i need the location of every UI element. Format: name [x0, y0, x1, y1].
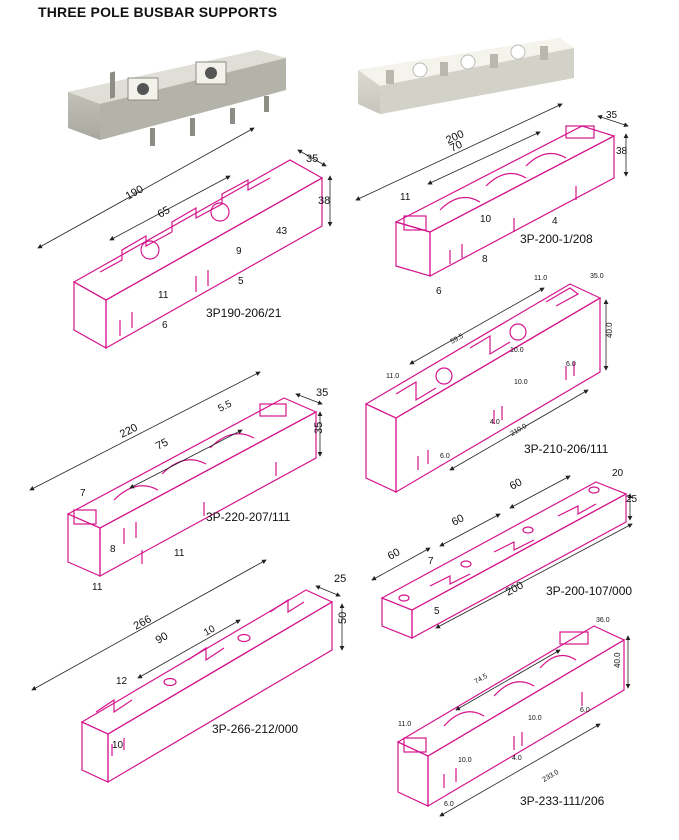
dim-length: 266: [132, 613, 154, 632]
dim-d3: 8: [110, 544, 116, 555]
dim-d5: 4: [552, 216, 558, 227]
model-code-3p200-1: 3P-200-1/208: [520, 232, 593, 246]
dim-d1: 5.5: [216, 398, 234, 414]
dim-d2: 9: [236, 246, 242, 257]
dim-d4: 6: [436, 286, 442, 297]
dim-width: 35: [606, 110, 618, 121]
dim-pitch: 70: [448, 139, 464, 155]
dim-pitch: 90: [154, 630, 171, 646]
model-code-3p190: 3P190-206/21: [206, 306, 282, 320]
dim-d5: 6: [162, 320, 168, 331]
dim-width: 25: [334, 573, 346, 585]
dim-d2: 10.0: [510, 347, 524, 354]
dim-height: 50: [337, 612, 349, 624]
dim-width: 20: [612, 468, 624, 479]
dim-d1: 11.0: [386, 373, 399, 380]
dim-d5: 11: [92, 582, 103, 593]
dim-pitch-1: 60: [386, 546, 402, 562]
dim-d3: 10.0: [528, 715, 542, 722]
dim-d1: 10: [202, 623, 217, 638]
dim-height: 38: [616, 146, 628, 157]
dim-height: 40.0: [605, 322, 614, 338]
model-code-3p200-107: 3P-200-107/000: [546, 584, 633, 598]
dim-d7: 6.0: [566, 361, 576, 368]
dim-width: 35.0: [590, 273, 604, 280]
dim-d3: 10.0: [514, 379, 528, 386]
dim-width: 35: [316, 387, 328, 399]
dim-pitch: 75: [154, 436, 170, 452]
dim-d3: 8: [482, 254, 488, 265]
drawing-3p220: [66, 397, 318, 578]
dim-length: 210.0: [510, 423, 529, 438]
dim-d6: 11.0: [534, 275, 547, 282]
dim-d5: 4.0: [490, 419, 500, 426]
dim-d2: 10: [480, 214, 492, 225]
dim-d1: 11.0: [398, 721, 411, 728]
model-code-3p266: 3P-266-212/000: [212, 722, 299, 736]
model-code-3p233: 3P-233-111/206: [520, 794, 605, 808]
dim-length: 220: [118, 422, 140, 441]
dimension-lines: [29, 103, 633, 817]
dim-d6: 6.0: [444, 801, 454, 808]
dim-d1: 43: [276, 226, 288, 237]
dim-height: 40.0: [613, 652, 622, 668]
drawing-3p210: [364, 283, 602, 494]
drawing-3p233: [396, 625, 626, 808]
dim-d4: 11: [174, 548, 185, 559]
dim-d4: 11: [158, 290, 169, 301]
dim-length: 190: [124, 183, 146, 202]
dim-pitch: 59.5: [450, 333, 465, 346]
product-photo-2: [358, 38, 574, 114]
dim-d2: 7: [80, 488, 86, 499]
dim-height: 25: [626, 494, 638, 505]
dim-height: 38: [318, 195, 330, 207]
dim-height: 35: [313, 422, 325, 434]
dim-width: 36.0: [596, 617, 610, 624]
product-photo-1: [68, 50, 286, 146]
dim-d2: 12: [116, 676, 128, 687]
dim-d2: 10.0: [458, 757, 472, 764]
dim-d5: 6.0: [580, 707, 590, 714]
model-code-3p220: 3P-220-207/111: [206, 510, 291, 524]
dim-d3: 10: [112, 740, 124, 751]
dim-d3: 5: [238, 276, 244, 287]
dim-d2: 5: [434, 606, 440, 617]
dim-d1: 7: [428, 556, 434, 567]
dim-d4: 6.0: [440, 453, 450, 460]
dim-pitch-3: 60: [508, 476, 524, 492]
model-code-3p210: 3P-210-206/111: [524, 442, 609, 456]
dim-pitch: 65: [156, 204, 173, 220]
drawing-3p200-107: [380, 481, 628, 640]
dim-d4: 4.0: [512, 755, 522, 762]
dim-d1: 11: [400, 192, 411, 203]
dim-width: 35: [306, 153, 318, 165]
dim-pitch: 74.5: [474, 673, 489, 686]
dim-pitch-2: 60: [450, 512, 466, 528]
page-title: THREE POLE BUSBAR SUPPORTS: [38, 4, 278, 20]
drawing-3p190: [72, 159, 324, 350]
dim-length: 233.0: [542, 769, 561, 784]
